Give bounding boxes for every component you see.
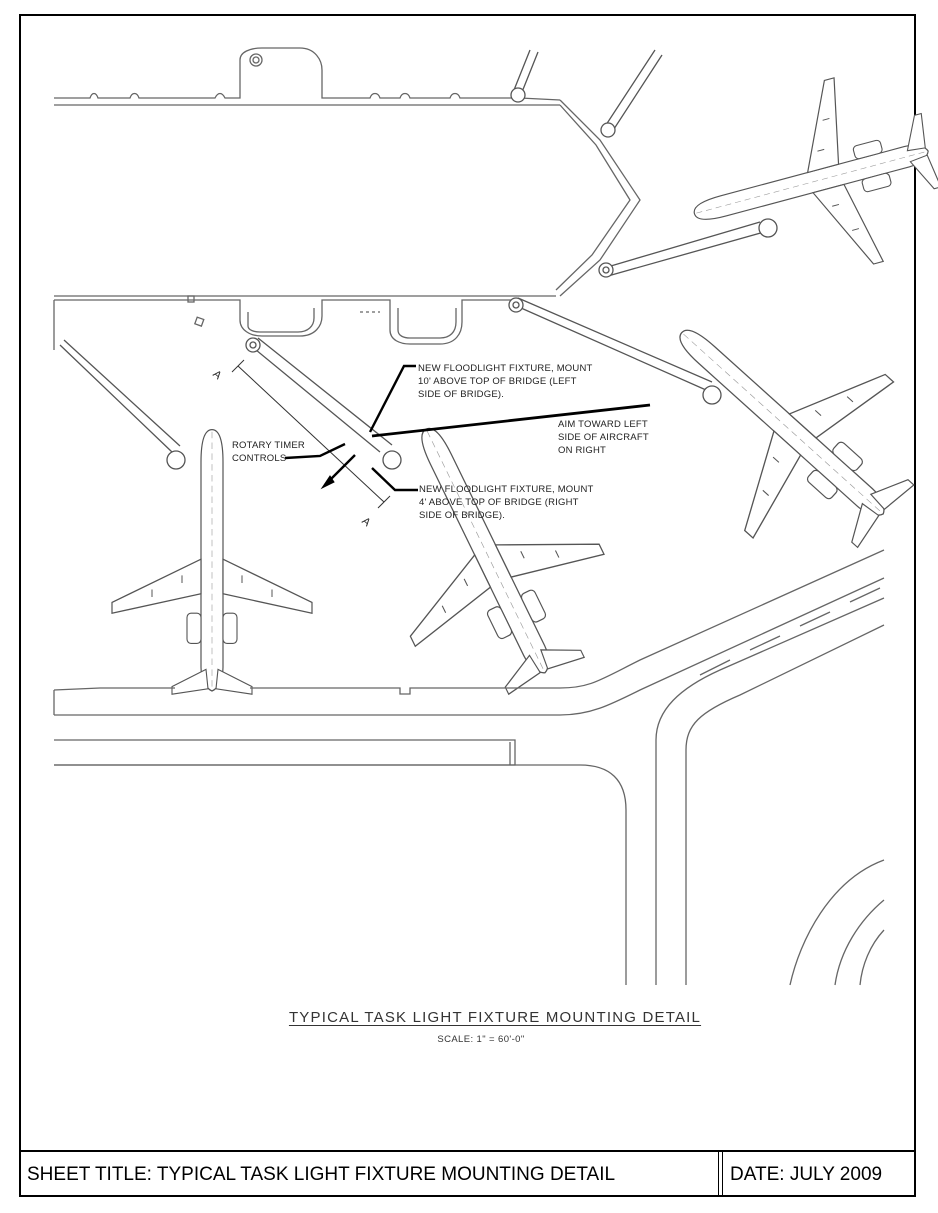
- aircraft-1: [111, 428, 313, 695]
- aircraft-3: [610, 253, 938, 595]
- sheet-date: DATE: JULY 2009: [730, 1164, 883, 1185]
- detail-title: TYPICAL TASK LIGHT FIXTURE MOUNTING DETA…: [0, 1009, 938, 1026]
- note-new-floodlight-left: NEW FLOODLIGHT FIXTURE, MOUNT 10' ABOVE …: [418, 363, 593, 400]
- jet-bridges: [59, 49, 778, 470]
- sheet-border: [19, 14, 916, 1197]
- detail-title-text: TYPICAL TASK LIGHT FIXTURE MOUNTING DETA…: [288, 1009, 702, 1026]
- detail-scale: SCALE: 1" = 60'-0": [437, 1034, 525, 1045]
- section-cut-a-a: [231, 359, 391, 509]
- note-rotary-timer-controls: ROTARY TIMER CONTROLS: [232, 440, 305, 464]
- aircraft-4: [669, 57, 938, 307]
- terminal-building: [53, 47, 641, 350]
- note-aim-toward-left: AIM TOWARD LEFT SIDE OF AIRCRAFT ON RIGH…: [558, 419, 649, 456]
- title-block-divider: [718, 1152, 723, 1197]
- note-new-floodlight-right: NEW FLOODLIGHT FIXTURE, MOUNT 4' ABOVE T…: [419, 484, 594, 521]
- apron-taxiway-lines: [53, 549, 885, 986]
- title-block: SHEET TITLE: TYPICAL TASK LIGHT FIXTURE …: [19, 1150, 916, 1197]
- sheet-title: SHEET TITLE: TYPICAL TASK LIGHT FIXTURE …: [27, 1164, 616, 1185]
- leader-lines: [284, 364, 651, 492]
